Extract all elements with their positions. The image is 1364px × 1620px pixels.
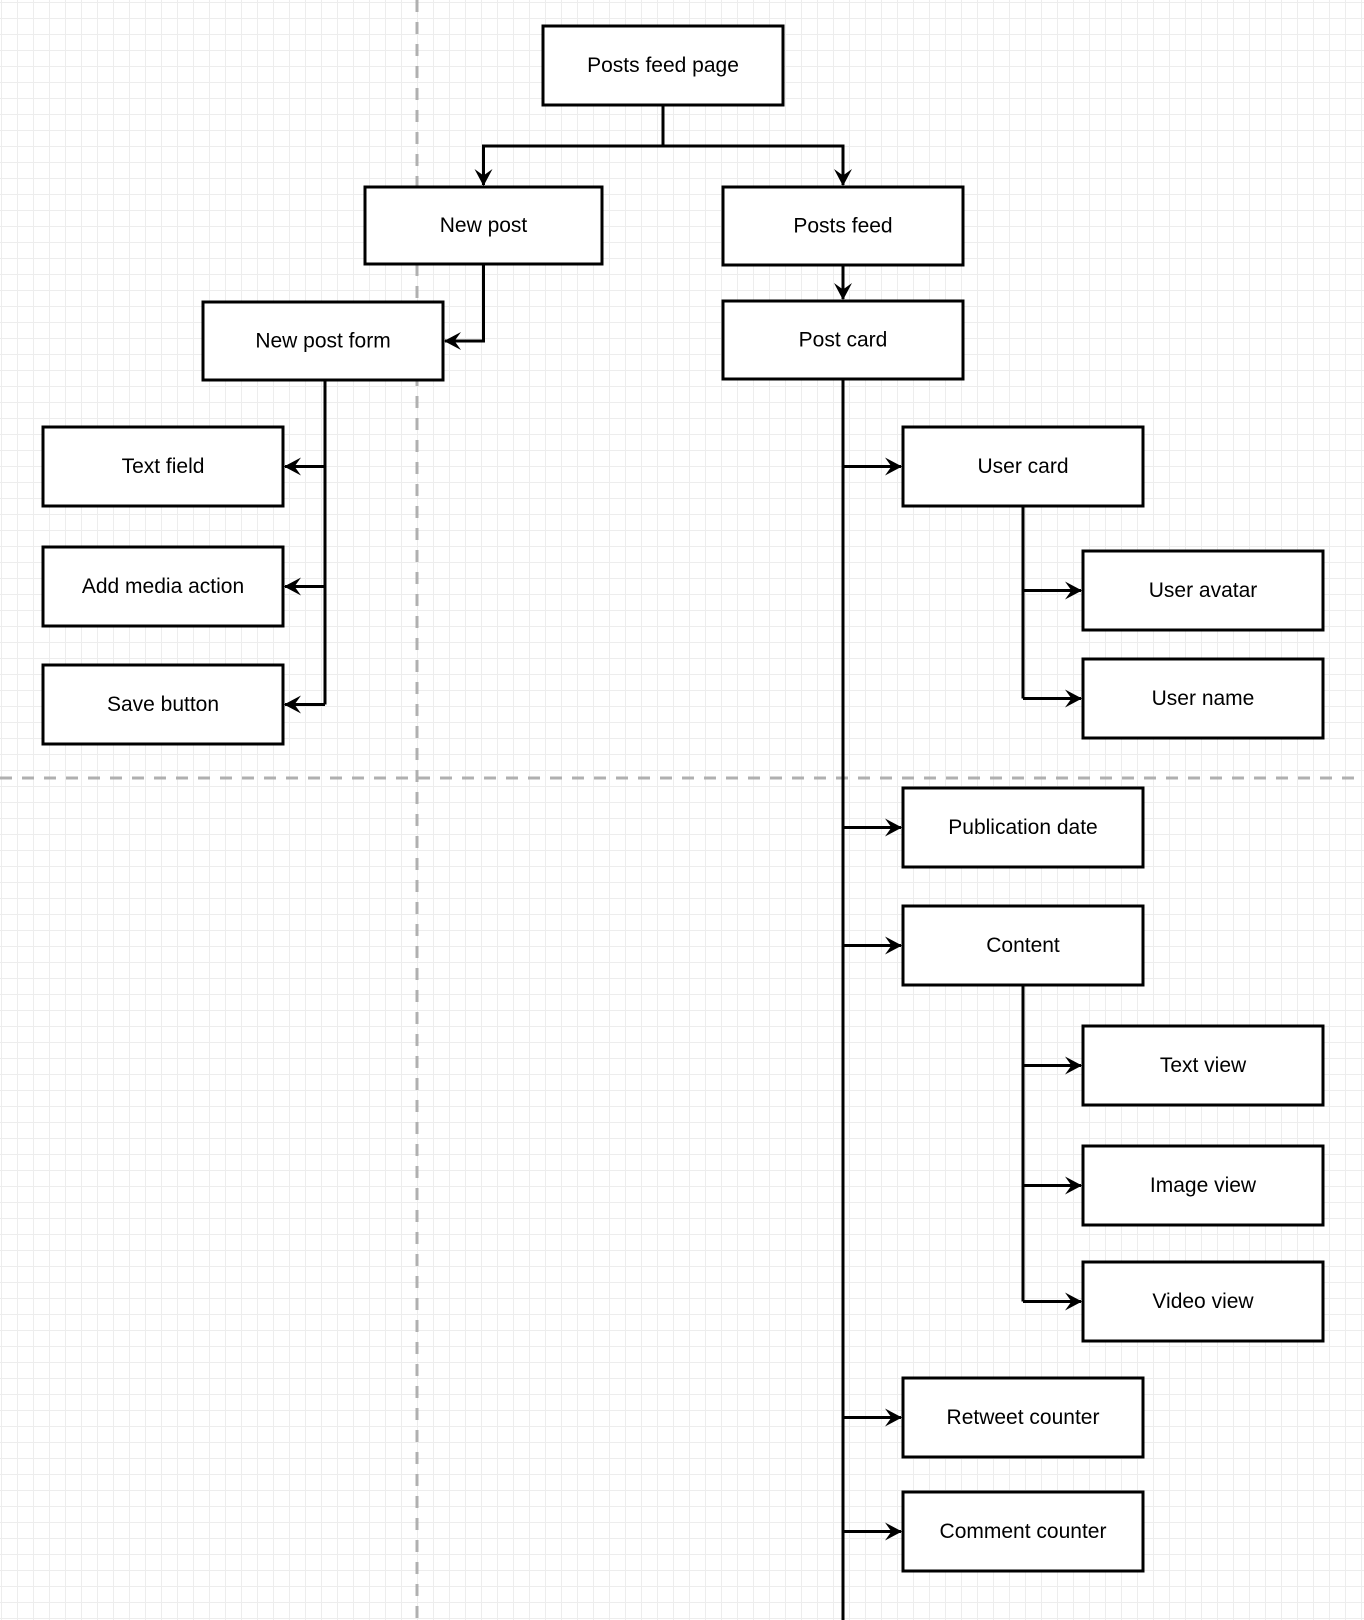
node-post-card-label: Post card	[799, 329, 888, 352]
edge-post-card-to-user-card	[843, 457, 902, 476]
node-posts-feed-box[interactable]	[721, 185, 965, 267]
edge-new-post-form-to-text-field-line	[285, 378, 327, 468]
node-user-name-label: User name	[1152, 687, 1255, 710]
node-video-view[interactable]: Video view	[1081, 1260, 1325, 1343]
node-text-view-box[interactable]	[1081, 1024, 1325, 1107]
node-retweet-counter-label: Retweet counter	[947, 1406, 1100, 1429]
node-posts-feed-label: Posts feed	[793, 215, 892, 238]
edge-new-post-to-new-post-form	[444, 264, 485, 350]
edge-content-to-video-view-end-arrowhead	[1065, 1292, 1082, 1311]
node-content[interactable]: Content	[901, 904, 1145, 987]
edge-posts-feed-page-to-new-post-line	[482, 105, 665, 185]
node-text-field[interactable]: Text field	[41, 425, 285, 508]
edge-new-post-form-to-save-button-end-arrowhead	[284, 695, 301, 714]
node-post-card[interactable]: Post card	[721, 299, 965, 381]
node-image-view-label: Image view	[1150, 1174, 1257, 1197]
node-posts-feed-page-label: Posts feed page	[587, 54, 739, 77]
node-text-view[interactable]: Text view	[1081, 1024, 1325, 1107]
node-user-avatar-box[interactable]	[1081, 549, 1325, 632]
node-video-view-box[interactable]	[1081, 1260, 1325, 1343]
edge-user-card-to-user-name	[1023, 689, 1082, 708]
node-user-avatar-label: User avatar	[1149, 579, 1258, 602]
node-publication-date-box[interactable]	[901, 786, 1145, 869]
node-text-field-box[interactable]	[41, 425, 285, 508]
edge-post-card-to-retweet-counter-end-arrowhead	[885, 1408, 902, 1427]
node-video-view-label: Video view	[1152, 1290, 1254, 1313]
node-new-post-box[interactable]	[363, 185, 604, 266]
node-retweet-counter-box[interactable]	[901, 1376, 1145, 1459]
node-posts-feed[interactable]: Posts feed	[721, 185, 965, 267]
edge-posts-feed-page-to-posts-feed-end-arrowhead	[834, 169, 852, 186]
edge-new-post-form-to-text-field	[284, 378, 327, 476]
edge-post-card-to-retweet-counter	[843, 1408, 902, 1427]
node-user-avatar[interactable]: User avatar	[1081, 549, 1325, 632]
edge-content-to-image-view-end-arrowhead	[1065, 1176, 1082, 1195]
node-content-box[interactable]	[901, 904, 1145, 987]
node-content-label: Content	[986, 934, 1060, 957]
node-publication-date-label: Publication date	[948, 816, 1097, 839]
edge-post-card-to-user-card-end-arrowhead	[885, 457, 902, 476]
node-add-media-action[interactable]: Add media action	[41, 545, 285, 628]
node-comment-counter[interactable]: Comment counter	[901, 1490, 1145, 1573]
edge-user-card-to-user-avatar-end-arrowhead	[1065, 581, 1082, 600]
node-retweet-counter[interactable]: Retweet counter	[901, 1376, 1145, 1459]
edge-content-to-text-view-end-arrowhead	[1065, 1056, 1082, 1075]
edge-post-card-to-comment-counter	[843, 1522, 902, 1541]
edge-content-to-image-view	[1023, 1176, 1082, 1195]
edge-content-to-video-view	[1023, 1292, 1082, 1311]
edge-new-post-to-new-post-form-end-arrowhead	[444, 332, 461, 350]
connector-layer	[284, 105, 1082, 1620]
edge-post-card-to-publication-date-end-arrowhead	[885, 818, 902, 837]
edge-posts-feed-to-post-card-end-arrowhead	[834, 283, 852, 300]
node-user-card-box[interactable]	[901, 425, 1145, 508]
edge-post-card-to-content	[843, 936, 902, 955]
node-new-post-form[interactable]: New post form	[201, 300, 445, 382]
node-comment-counter-label: Comment counter	[940, 1520, 1107, 1543]
edge-posts-feed-page-to-new-post-end-arrowhead	[474, 169, 493, 186]
node-save-button-label: Save button	[107, 693, 219, 716]
edge-new-post-to-new-post-form-line	[445, 264, 485, 343]
edge-post-card-to-content-end-arrowhead	[885, 936, 902, 955]
edge-posts-feed-page-to-new-post	[474, 105, 665, 186]
node-new-post-form-box[interactable]	[201, 300, 445, 382]
edge-posts-feed-page-to-posts-feed-line	[663, 144, 845, 185]
node-new-post-label: New post	[440, 214, 528, 237]
node-text-field-label: Text field	[122, 455, 205, 478]
node-user-card[interactable]: User card	[901, 425, 1145, 508]
edge-new-post-form-to-text-field-end-arrowhead	[284, 457, 301, 476]
node-image-view-box[interactable]	[1081, 1144, 1325, 1227]
node-save-button[interactable]: Save button	[41, 663, 285, 746]
node-user-card-label: User card	[977, 455, 1068, 478]
node-text-view-label: Text view	[1160, 1054, 1247, 1077]
edge-posts-feed-to-post-card	[834, 265, 852, 300]
node-add-media-action-box[interactable]	[41, 545, 285, 628]
node-publication-date[interactable]: Publication date	[901, 786, 1145, 869]
node-user-name-box[interactable]	[1081, 657, 1325, 740]
node-post-card-box[interactable]	[721, 299, 965, 381]
edge-content-to-text-view	[1023, 1056, 1082, 1075]
node-new-post-form-label: New post form	[255, 330, 390, 353]
edge-post-card-to-comment-counter-end-arrowhead	[885, 1522, 902, 1541]
node-add-media-action-label: Add media action	[82, 575, 244, 598]
edge-user-card-to-user-name-end-arrowhead	[1065, 689, 1082, 708]
edge-user-card-to-user-avatar	[1023, 581, 1082, 600]
edge-new-post-form-to-add-media-action	[284, 577, 325, 596]
node-new-post[interactable]: New post	[363, 185, 604, 266]
node-comment-counter-box[interactable]	[901, 1490, 1145, 1573]
edge-posts-feed-page-to-posts-feed	[663, 144, 852, 186]
edge-post-card-to-publication-date	[843, 818, 902, 837]
node-user-name[interactable]: User name	[1081, 657, 1325, 740]
node-image-view[interactable]: Image view	[1081, 1144, 1325, 1227]
node-posts-feed-page[interactable]: Posts feed page	[541, 24, 785, 107]
node-save-button-box[interactable]	[41, 663, 285, 746]
edge-new-post-form-to-save-button	[284, 695, 325, 714]
node-posts-feed-page-box[interactable]	[541, 24, 785, 107]
edge-new-post-form-to-add-media-action-end-arrowhead	[284, 577, 301, 596]
